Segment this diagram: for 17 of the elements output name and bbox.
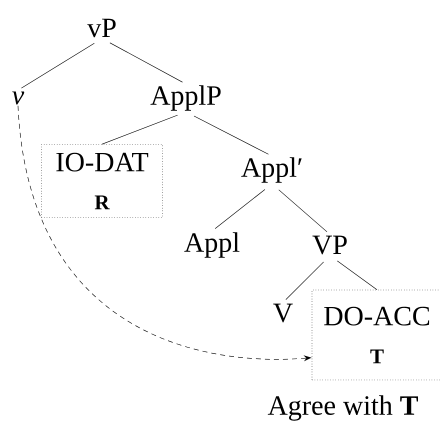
tree-label: VP xyxy=(312,236,347,254)
tree-label: V xyxy=(273,304,293,322)
branch-line xyxy=(336,260,378,290)
branch-line xyxy=(102,114,178,144)
tree-label: v xyxy=(12,91,24,105)
branch-line xyxy=(21,42,95,88)
branch-line xyxy=(278,190,328,232)
tree-label: ApplP xyxy=(150,85,221,111)
branch-line xyxy=(194,116,269,155)
phrase-box: DO-ACC T xyxy=(312,290,440,380)
tree-label: Appl xyxy=(184,232,240,258)
branch-line xyxy=(110,42,183,82)
phrase-box: IO-DAT R xyxy=(41,144,163,218)
tree-label: Appl′ xyxy=(241,157,302,183)
tree-label: vP xyxy=(87,18,116,38)
branch-line xyxy=(214,189,266,229)
branch-line xyxy=(286,262,324,300)
